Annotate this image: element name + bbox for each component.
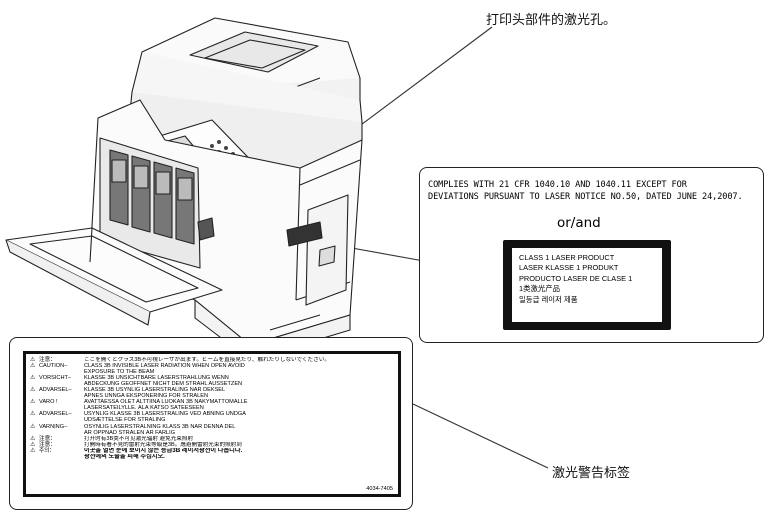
laser-warning-label: ⚠注意：ここを開くとクラス3B不可視レーザが出ます。ビームを直接見たり、触れたり… <box>9 337 413 510</box>
class1-line: CLASS 1 LASER PRODUCT <box>519 253 615 262</box>
compliance-line: DEVIATIONS PURSUANT TO LASER NOTICE NO.5… <box>428 192 743 202</box>
warning-triangle-icon: ⚠ <box>30 387 36 394</box>
class1-line: 일등급 레이저 제품 <box>519 294 578 304</box>
warning-triangle-icon: ⚠ <box>30 447 36 454</box>
class1-laser-product-label: CLASS 1 LASER PRODUCT LASER KLASSE 1 PRO… <box>503 240 671 330</box>
class1-line: PRODUCTO LASER DE CLASE 1 <box>519 273 633 283</box>
warning-label-inner: ⚠注意：ここを開くとクラス3B不可視レーザが出ます。ビームを直接見たり、触れたり… <box>23 351 401 497</box>
laser-aperture-callout: 打印头部件的激光孔。 <box>486 13 617 28</box>
warning-triangle-icon: ⚠ <box>30 441 36 448</box>
compliance-line: COMPLIES WITH 21 CFR 1040.10 AND 1040.11… <box>428 180 687 190</box>
label-location <box>286 221 323 247</box>
warning-triangle-icon: ⚠ <box>30 375 36 382</box>
or-and-text: or/and <box>557 215 601 231</box>
warning-triangle-icon: ⚠ <box>30 357 36 363</box>
class1-line: 1类激光产品 <box>519 284 561 294</box>
laser-warning-label-callout: 激光警告标签 <box>552 466 631 481</box>
compliance-label: COMPLIES WITH 21 CFR 1040.10 AND 1040.11… <box>419 167 764 343</box>
warning-triangle-icon: ⚠ <box>30 411 36 418</box>
class1-line: LASER KLASSE 1 PRODUKT <box>519 263 619 273</box>
warning-triangle-icon: ⚠ <box>30 363 36 370</box>
warning-leader-2 <box>412 403 549 469</box>
label-part-code: 4034-7405 <box>366 485 393 492</box>
compliance-statement: COMPLIES WITH 21 CFR 1040.10 AND 1040.11… <box>428 179 758 203</box>
warning-triangle-icon: ⚠ <box>30 399 36 406</box>
warning-triangle-icon: ⚠ <box>30 435 36 442</box>
warning-triangle-icon: ⚠ <box>30 423 36 430</box>
